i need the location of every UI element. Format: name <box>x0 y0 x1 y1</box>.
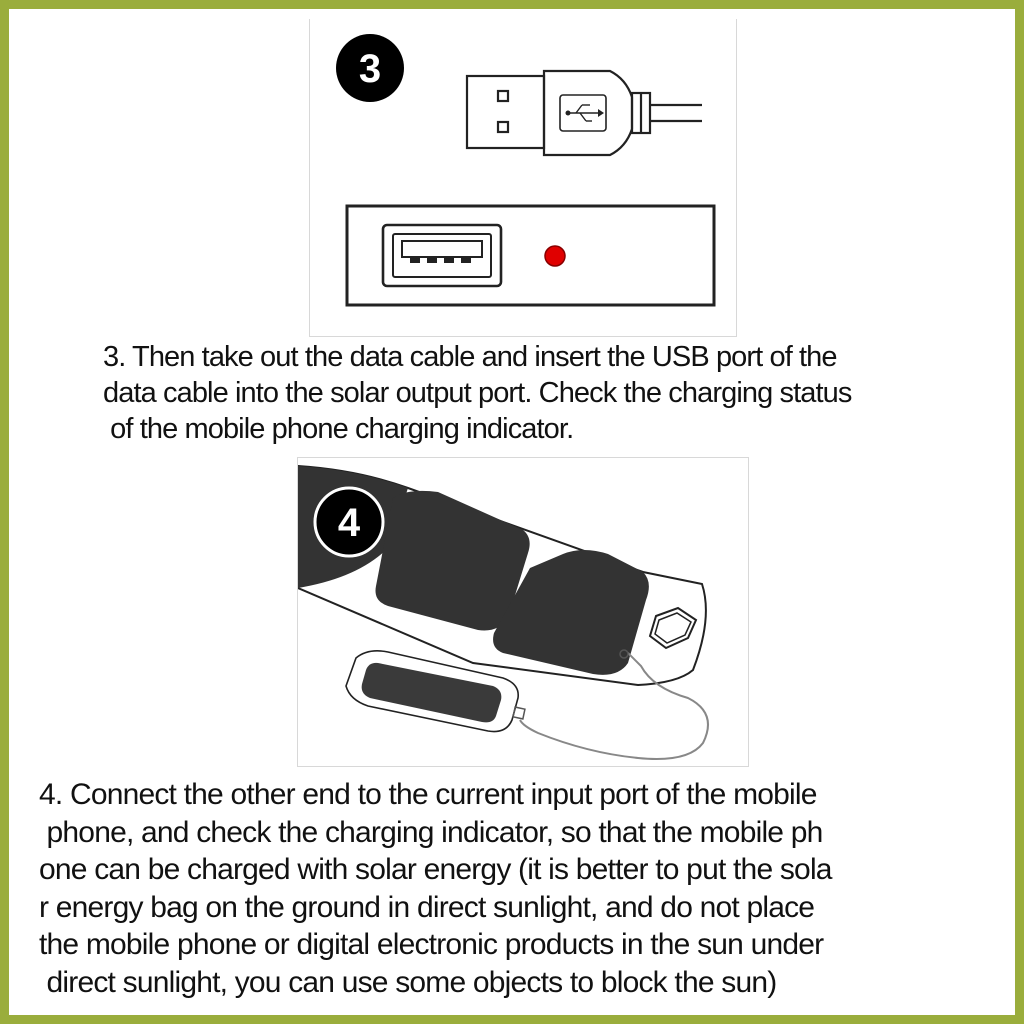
usb-symbol-icon <box>559 94 607 132</box>
solar-phone-diagram: 4 <box>298 464 709 760</box>
step3-illustration: 3 <box>309 19 737 337</box>
usb-port-icon <box>381 223 503 288</box>
step4-line-6: direct sunlight, you can use some object… <box>39 965 778 999</box>
step4-line-4: r energy bag on the ground in direct sun… <box>39 890 815 924</box>
step3-line-2: data cable into the solar output port. C… <box>103 377 852 409</box>
step4-badge-number: 4 <box>338 501 361 545</box>
smartphone-icon <box>345 650 526 733</box>
step4-line-5: the mobile phone or digital electronic p… <box>39 928 824 961</box>
solar-panel-icon: 4 <box>298 464 707 687</box>
step3-instructions: 3. Then take out the data cable and inse… <box>103 339 852 447</box>
cable-icon <box>519 652 709 760</box>
step4-line-1: 4. Connect the other end to the current … <box>39 778 817 811</box>
step3-badge-number: 3 <box>359 47 381 91</box>
step3-line-3: of the mobile phone charging indicator. <box>103 413 574 445</box>
step4-line-3: one can be charged with solar energy (it… <box>39 853 833 886</box>
step3-badge: 3 <box>336 34 404 102</box>
step4-badge <box>313 486 385 558</box>
solar-output-port-panel <box>345 204 716 307</box>
charging-indicator-light <box>544 245 566 267</box>
step4-instructions: 4. Connect the other end to the current … <box>39 776 833 1001</box>
step4-line-2: phone, and check the charging indicator,… <box>39 815 824 849</box>
usb-connection-diagram: 3 <box>336 34 716 307</box>
step4-illustration: 4 <box>297 457 749 767</box>
step3-line-1: 3. Then take out the data cable and inse… <box>103 341 838 373</box>
usb-plug-icon <box>465 69 702 157</box>
